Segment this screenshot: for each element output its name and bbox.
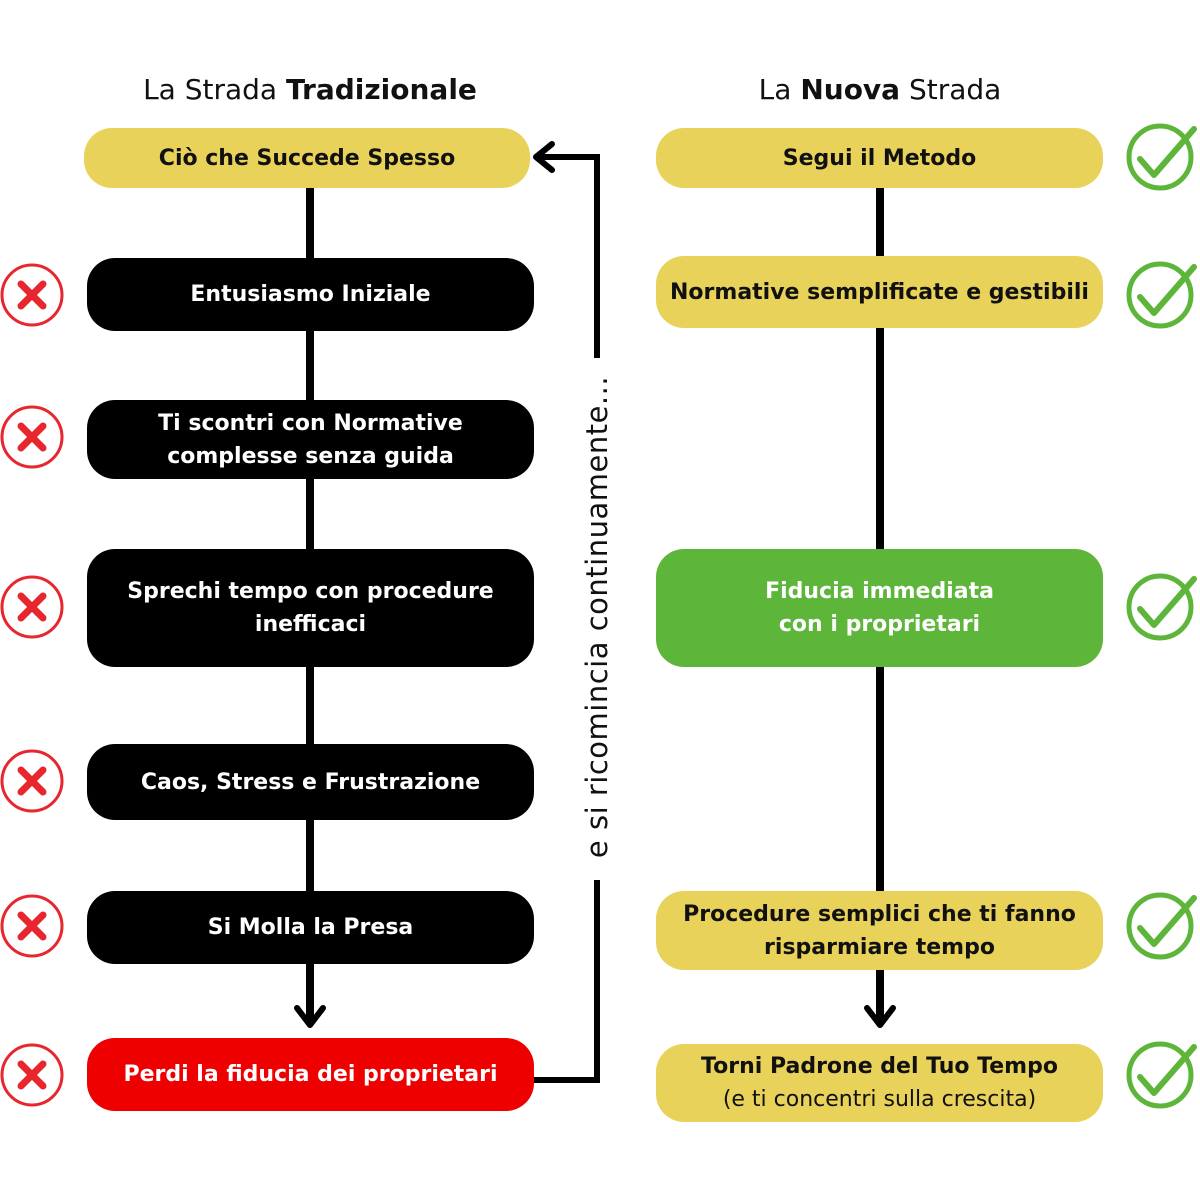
right-step-line: Procedure semplici che ti fanno — [683, 901, 1076, 927]
right-step-subline: (e ti concentri sulla crescita) — [722, 1087, 1037, 1112]
right-column-heading: La Nuova Strada — [680, 70, 1080, 110]
right-step-follow-method: Segui il Metodo — [656, 128, 1103, 188]
left-step-wasted-time: Sprechi tempo con procedure inefficaci — [87, 549, 534, 667]
left-step-line: Si Molla la Presa — [207, 915, 414, 940]
right-step-simplified-regulations: Normative semplificate e gestibili — [656, 256, 1103, 328]
check-circle-icon — [1126, 573, 1197, 641]
right-step-immediate-trust: Fiducia immediata con i proprietari — [656, 549, 1103, 667]
check-circle-icon — [1126, 261, 1197, 329]
right-heading-suffix: Strada — [900, 73, 1002, 106]
x-circle-icon — [0, 405, 64, 469]
left-column-heading: La Strada Tradizionale — [110, 70, 510, 110]
x-circle-icon — [0, 1043, 64, 1107]
left-step-line: Entusiasmo Iniziale — [190, 282, 431, 307]
left-step-line: complesse senza guida — [167, 443, 454, 469]
right-step-line: Normative semplificate e gestibili — [670, 279, 1089, 305]
x-circle-icon — [0, 894, 64, 958]
check-circle-icon — [1126, 123, 1197, 191]
x-circle-icon — [0, 749, 64, 813]
right-step-line: con i proprietari — [778, 612, 981, 637]
left-heading-prefix: La Strada — [143, 73, 286, 106]
x-circle-icon — [0, 575, 64, 639]
check-circle-icon — [1126, 892, 1197, 960]
left-step-regulations: Ti scontri con Normative complesse senza… — [87, 400, 534, 479]
right-step-line: Segui il Metodo — [782, 145, 977, 171]
left-step-chaos: Caos, Stress e Frustrazione — [87, 744, 534, 820]
check-circle-icon — [1126, 1041, 1197, 1109]
loop-arrowhead — [533, 141, 555, 173]
left-step-line: Caos, Stress e Frustrazione — [140, 769, 481, 795]
left-heading-bold: Tradizionale — [286, 73, 477, 106]
loop-line-bottom — [534, 880, 600, 1083]
left-step-line: Ciò che Succede Spesso — [158, 145, 456, 171]
left-step-lose-trust: Perdi la fiducia dei proprietari — [87, 1038, 534, 1111]
right-heading-prefix: La — [758, 73, 801, 106]
left-step-enthusiasm: Entusiasmo Iniziale — [87, 258, 534, 331]
left-down-arrowhead — [294, 1005, 326, 1028]
right-step-own-your-time: Torni Padrone del Tuo Tempo (e ti concen… — [656, 1044, 1103, 1122]
left-step-start: Ciò che Succede Spesso — [84, 128, 530, 188]
left-step-give-up: Si Molla la Presa — [87, 891, 534, 964]
loop-line-top — [538, 154, 600, 358]
left-step-line: Sprechi tempo con procedure — [127, 579, 494, 604]
right-step-line: Torni Padrone del Tuo Tempo — [701, 1054, 1058, 1079]
right-step-line: Fiducia immediata — [765, 579, 994, 604]
loop-label: e si ricomincia continuamente... — [580, 375, 614, 859]
x-circle-icon — [0, 263, 64, 327]
left-step-line: Ti scontri con Normative — [158, 410, 463, 436]
right-heading-bold: Nuova — [800, 73, 901, 106]
right-down-arrowhead — [864, 1005, 896, 1028]
left-step-line: Perdi la fiducia dei proprietari — [123, 1062, 498, 1087]
left-step-line: inefficaci — [254, 612, 367, 637]
right-step-simple-procedures: Procedure semplici che ti fanno risparmi… — [656, 891, 1103, 970]
right-step-line: risparmiare tempo — [764, 934, 995, 960]
